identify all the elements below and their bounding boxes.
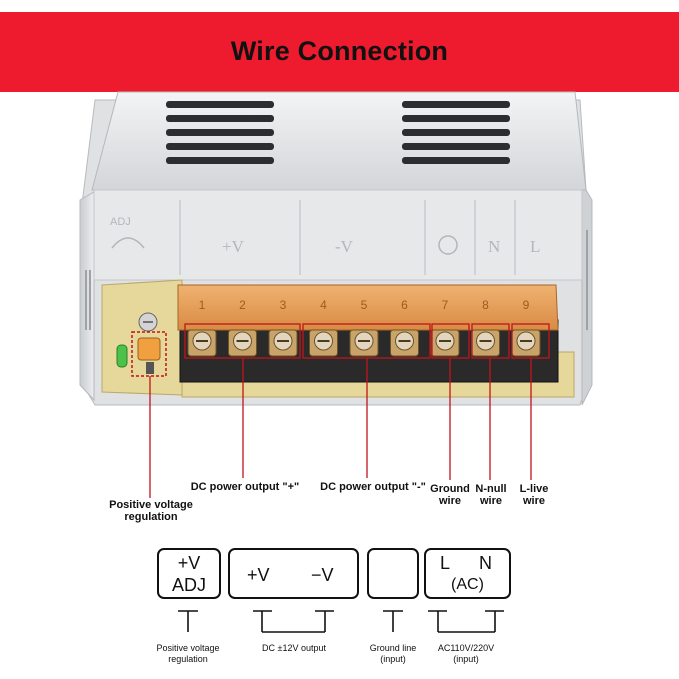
terminal-number: 3 xyxy=(280,298,287,312)
ac-box-ac: (AC) xyxy=(451,576,484,593)
schematic-adj-box xyxy=(157,548,221,599)
schematic-connectors xyxy=(178,610,504,633)
title-banner xyxy=(0,12,679,92)
terminal-screws xyxy=(187,329,541,357)
terminal-number: 1 xyxy=(199,298,206,312)
label-positive-voltage-regulation: Positive voltage regulation xyxy=(109,499,193,523)
dc-box-plus-v: +V xyxy=(247,565,270,585)
casing-top xyxy=(91,91,587,191)
vent-slots xyxy=(166,101,510,164)
terminal-numbers: 1 2 3 4 5 6 7 8 9 xyxy=(199,298,530,312)
terminal-number: 9 xyxy=(523,298,530,312)
terminal-number: 4 xyxy=(320,298,327,312)
panel-marking-plus-v: +V xyxy=(222,237,245,256)
caption-positive-voltage-regulation: Positive voltage regulation xyxy=(156,643,220,664)
power-led xyxy=(116,344,128,368)
caption-dc-output: DC ±12V output xyxy=(262,643,326,653)
banner-title: Wire Connection xyxy=(230,36,449,66)
terminal-number: 2 xyxy=(239,298,246,312)
callout-lines xyxy=(149,358,532,498)
ac-box-l: L xyxy=(440,553,451,573)
schematic-dc-box xyxy=(228,548,359,599)
label-l-live-wire: L-live wire xyxy=(519,483,549,507)
panel-marking-minus-v: -V xyxy=(335,237,354,256)
adj-box-plus-v: +V xyxy=(177,553,201,573)
terminal-number: 5 xyxy=(361,298,368,312)
panel-marking-l: L xyxy=(530,237,540,256)
adj-potentiometer xyxy=(137,337,161,361)
schematic-ac-box xyxy=(424,548,511,599)
caption-ground-line: Ground line (input) xyxy=(369,643,417,664)
terminal-number: 8 xyxy=(482,298,489,312)
adj-box-adj: ADJ xyxy=(171,575,206,595)
terminal-number: 6 xyxy=(401,298,408,312)
label-n-null-wire: N-null wire xyxy=(475,483,507,507)
terminal-number: 7 xyxy=(442,298,449,312)
label-dc-output-plus: DC power output "+" xyxy=(190,481,300,493)
dc-box-minus-v: −V xyxy=(311,565,334,585)
label-ground-wire: Ground wire xyxy=(430,483,470,507)
schematic-ground-box xyxy=(367,548,419,599)
caption-ac-input: AC110V/220V (input) xyxy=(437,643,495,664)
label-dc-output-minus: DC power output "-" xyxy=(320,481,426,493)
panel-marking-adj: ADJ xyxy=(110,216,131,228)
panel-marking-n: N xyxy=(488,237,500,256)
terminal-cover xyxy=(177,284,559,331)
ac-box-n: N xyxy=(479,553,492,573)
